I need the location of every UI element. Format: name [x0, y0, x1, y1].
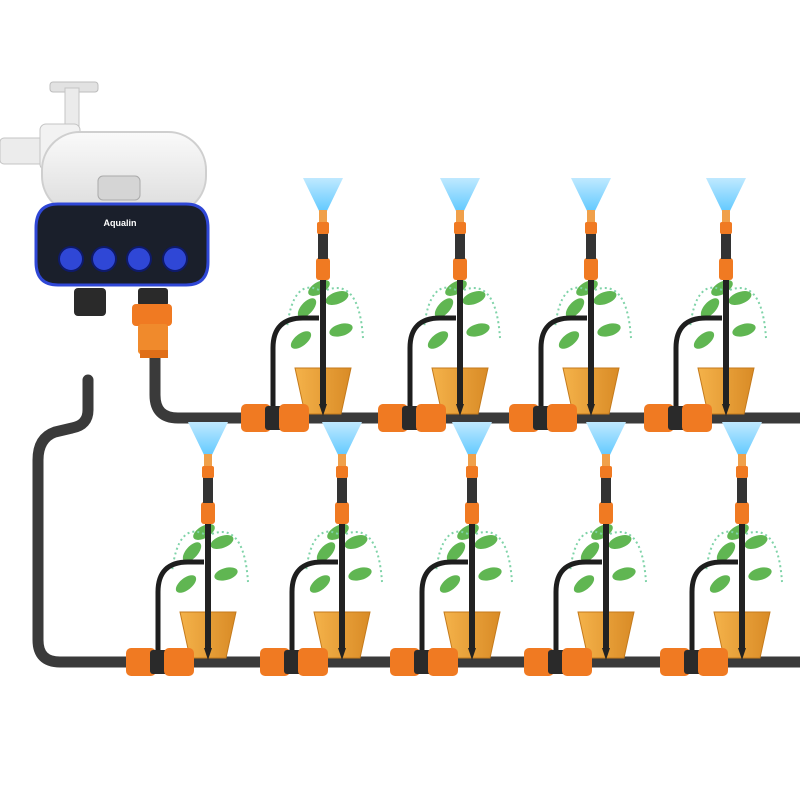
drip-emitter-icon: [378, 178, 501, 432]
tee-connector-icon: [390, 648, 420, 676]
spray-nozzle-icon: [452, 422, 492, 457]
drip-emitter-icon: [644, 178, 767, 432]
spray-nozzle-icon: [322, 422, 362, 457]
tee-connector-icon: [126, 648, 156, 676]
spray-nozzle-icon: [722, 422, 762, 457]
drip-emitter-icon: [509, 178, 632, 432]
spray-nozzle-icon: [188, 422, 228, 457]
spray-nozzle-icon: [303, 178, 343, 213]
spray-nozzle-icon: [571, 178, 611, 213]
tee-connector-icon: [509, 404, 539, 432]
tee-connector-icon: [524, 648, 554, 676]
tee-connector-icon: [378, 404, 408, 432]
drip-emitter-icon: [390, 422, 513, 676]
timer-brand-label: Aqualin: [104, 218, 137, 228]
tee-connector-icon: [241, 404, 271, 432]
tee-connector-icon: [260, 648, 290, 676]
spray-nozzle-icon: [586, 422, 626, 457]
main-pipe: [32, 344, 800, 668]
drip-emitter-icon: [241, 178, 364, 432]
drip-emitter-icon: [260, 422, 383, 676]
drip-emitter-icon: [126, 422, 249, 676]
tee-connector-icon: [660, 648, 690, 676]
water-timer-icon: Aqualin: [34, 131, 210, 358]
spray-nozzle-icon: [706, 178, 746, 213]
tee-connector-icon: [644, 404, 674, 432]
spray-nozzle-icon: [440, 178, 480, 213]
drip-emitter-icon: [524, 422, 647, 676]
drip-emitter-icon: [660, 422, 783, 676]
timer-dials: [58, 246, 188, 272]
emitter-group: [126, 178, 783, 676]
